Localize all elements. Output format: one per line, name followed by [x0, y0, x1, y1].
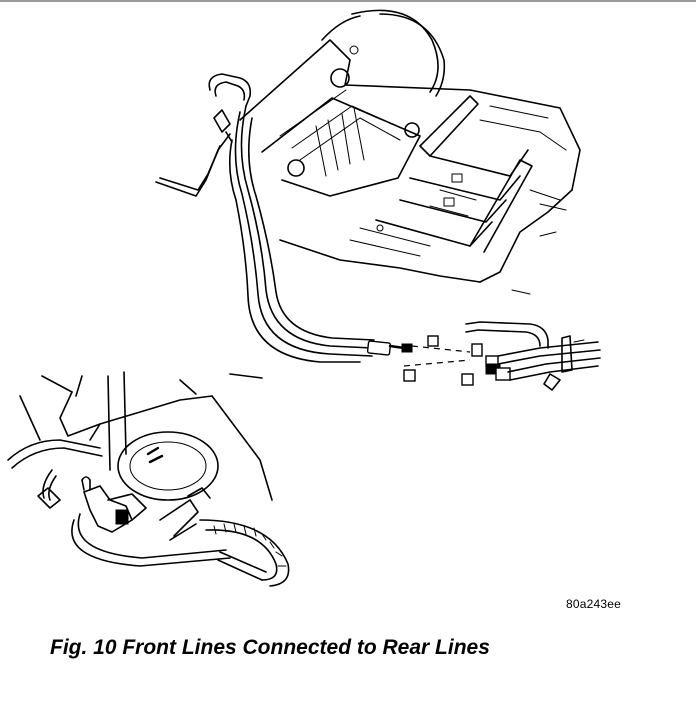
- vehicle-underbody: [239, 9, 581, 295]
- inset-detail: [7, 371, 290, 587]
- figure-reference-id: 80a243ee: [566, 597, 621, 611]
- line-connectors: [366, 335, 511, 386]
- front-brake-lines: [155, 73, 375, 363]
- brake-line-illustration: [7, 9, 601, 587]
- top-rule: [0, 0, 696, 2]
- figure-caption: Fig. 10 Front Lines Connected to Rear Li…: [50, 636, 490, 659]
- rear-brake-lines: [465, 321, 601, 391]
